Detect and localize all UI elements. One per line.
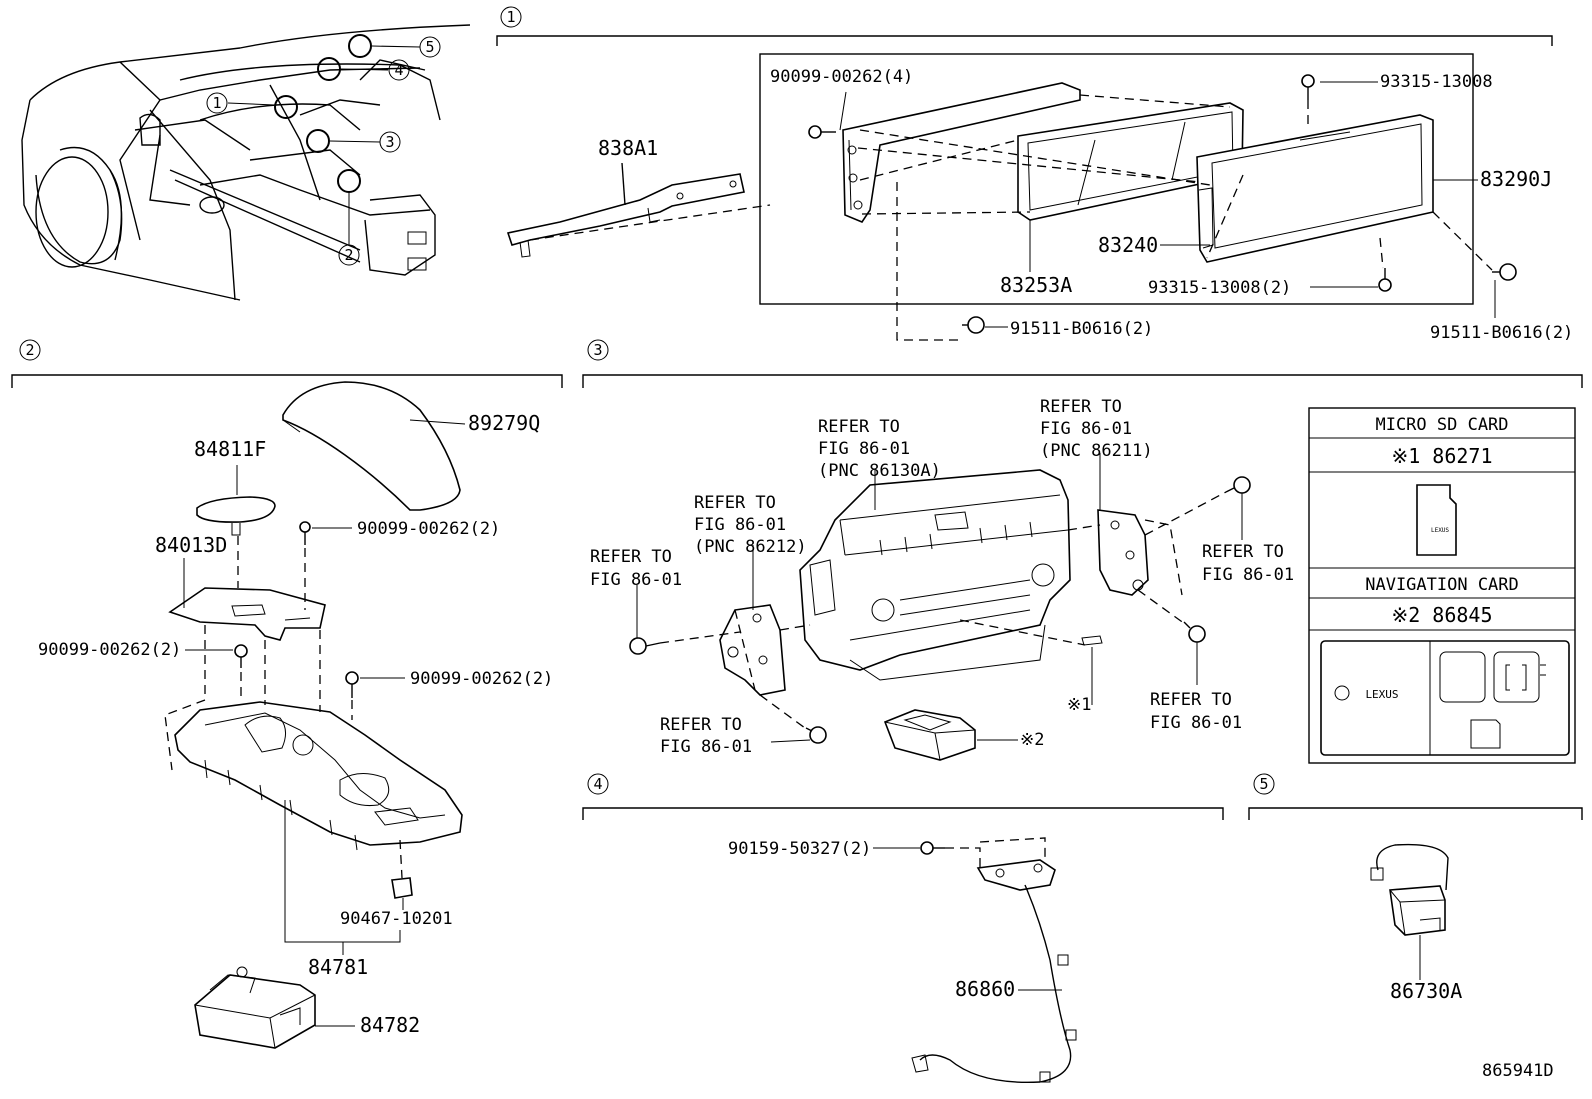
- navigation-card-title: NAVIGATION CARD: [1365, 575, 1519, 595]
- overview-callout-4: 4: [394, 61, 403, 79]
- screw-icon: [1378, 268, 1392, 292]
- pnc-86212-label: (PNC 86212): [694, 537, 807, 557]
- part-90467-10201: 90467-10201: [340, 909, 453, 929]
- screw-icon: [808, 125, 836, 139]
- display-83240: [1196, 114, 1434, 263]
- bracket-86212: [719, 604, 786, 696]
- part-84781: 84781: [308, 955, 368, 979]
- overview-callout-3: 3: [385, 133, 394, 151]
- section-2-number: 2: [25, 341, 34, 359]
- screw-icon: [1225, 476, 1251, 494]
- fig-86-01-label: FIG 86-01: [818, 439, 910, 459]
- fig-86-01-label: FIG 86-01: [1202, 565, 1294, 585]
- drawing-id: 865941D: [1482, 1061, 1554, 1081]
- overview-callout-5: 5: [425, 38, 434, 56]
- plate-84013d: [168, 587, 326, 641]
- part-91511-b0616-a: 91511-B0616(2): [1010, 319, 1153, 339]
- section-3: 3: [582, 339, 1583, 761]
- note-2-label: ※2: [1020, 730, 1044, 750]
- part-84013d: 84013D: [155, 533, 227, 557]
- screw-icon: [345, 671, 359, 698]
- screw-icon: [1183, 621, 1206, 643]
- console-84781: [174, 701, 463, 851]
- fig-86-01-label: FIG 86-01: [590, 570, 682, 590]
- overview-callout-2: 2: [344, 246, 353, 264]
- refer-to-label: REFER TO: [694, 493, 776, 513]
- fig-86-01-label: FIG 86-01: [660, 737, 752, 757]
- navigation-card-icon: LEXUS: [1320, 640, 1570, 756]
- note-1-label: ※1: [1067, 695, 1091, 715]
- screw-icon: [805, 726, 827, 744]
- part-90099-00262-a: 90099-00262(2): [357, 519, 500, 539]
- panel-84811f: [196, 496, 276, 536]
- part-90099-00262-4: 90099-00262(4): [770, 67, 913, 87]
- screw-icon: [629, 637, 661, 655]
- bracket-86211: [1097, 509, 1149, 596]
- clip-icon: [391, 877, 413, 899]
- part-84811f: 84811F: [194, 437, 266, 461]
- part-83240: 83240: [1098, 233, 1158, 257]
- bolt-icon: [920, 841, 945, 855]
- part-83290j: 83290J: [1480, 167, 1552, 191]
- section-5: 5 86730A: [1248, 773, 1583, 1003]
- section-5-number: 5: [1259, 775, 1268, 793]
- navigation-card-holder: [883, 709, 976, 761]
- refer-to-label: REFER TO: [818, 417, 900, 437]
- navigation-card-part: ※2 86845: [1391, 603, 1492, 627]
- section-4: 4 90159-50327(2) 86860: [582, 773, 1224, 1084]
- fig-86-01-label: FIG 86-01: [1150, 713, 1242, 733]
- micro-sd-card-part: ※1 86271: [1391, 444, 1492, 468]
- part-89279q: 89279Q: [468, 411, 540, 435]
- section-4-number: 4: [593, 775, 602, 793]
- refer-to-label: REFER TO: [660, 715, 742, 735]
- switch-84782: [194, 966, 316, 1049]
- bracket-838a1: [506, 162, 745, 258]
- section-3-number: 3: [593, 341, 602, 359]
- part-90099-00262-c: 90099-00262(2): [410, 669, 553, 689]
- section-1: 1 838A1: [496, 6, 1573, 343]
- refer-to-label: REFER TO: [1040, 397, 1122, 417]
- part-90159-50327: 90159-50327(2): [728, 839, 871, 859]
- fig-86-01-label: FIG 86-01: [1040, 419, 1132, 439]
- part-93315-13008: 93315-13008: [1380, 72, 1493, 92]
- wire-harness-86860: [911, 859, 1077, 1084]
- part-838a1: 838A1: [598, 136, 658, 160]
- part-91511-b0616-b: 91511-B0616(2): [1430, 323, 1573, 343]
- micro-sd-card-title: MICRO SD CARD: [1375, 415, 1508, 435]
- pnc-86211-label: (PNC 86211): [1040, 441, 1153, 461]
- part-86730a: 86730A: [1390, 979, 1462, 1003]
- part-83253a: 83253A: [1000, 273, 1072, 297]
- pnc-86130a-label: (PNC 86130A): [818, 461, 941, 481]
- fig-86-01-label: FIG 86-01: [694, 515, 786, 535]
- display-bracket: [842, 82, 1081, 223]
- part-90099-00262-b: 90099-00262(2): [38, 640, 181, 660]
- lexus-logo-text: LEXUS: [1365, 688, 1398, 701]
- section-1-number: 1: [506, 8, 515, 26]
- screw-icon: [962, 316, 985, 334]
- micro-sd-card-icon: LEXUS: [1416, 484, 1457, 556]
- refer-to-label: REFER TO: [590, 547, 672, 567]
- part-93315-13008-2: 93315-13008(2): [1148, 278, 1291, 298]
- armrest-lid-89279q: [282, 381, 461, 511]
- refer-to-label: REFER TO: [1150, 690, 1232, 710]
- section-2: 2 89279Q 84811F 84013D: [11, 339, 563, 1049]
- screw-icon: [1301, 74, 1315, 100]
- audio-head-unit: [799, 469, 1071, 681]
- refer-to-label: REFER TO: [1202, 542, 1284, 562]
- screw-icon: [299, 521, 311, 545]
- part-84782: 84782: [360, 1013, 420, 1037]
- cards-panel: MICRO SD CARD ※1 86271 LEXUS NAVIGATION …: [1308, 407, 1576, 764]
- overview-callout-1: 1: [212, 94, 221, 112]
- screw-icon: [234, 644, 248, 668]
- lexus-logo-text: LEXUS: [1431, 527, 1449, 534]
- screw-icon: [1492, 263, 1517, 281]
- vehicle-overview: 1 3 2 4 5: [21, 24, 471, 301]
- module-86730a: [1370, 843, 1449, 936]
- part-86860: 86860: [955, 977, 1015, 1001]
